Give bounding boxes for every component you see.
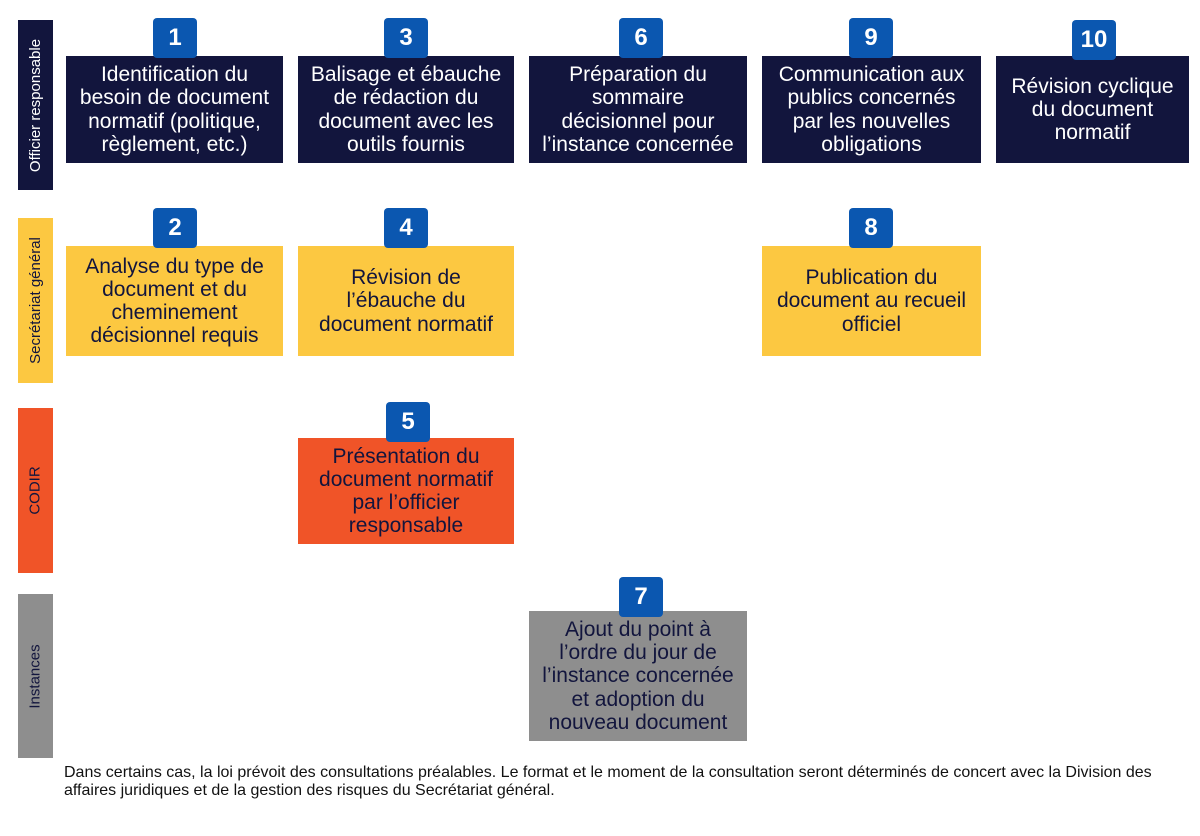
lane-label: CODIR <box>27 466 44 515</box>
step-1-text: Identification du besoin de document nor… <box>79 63 270 156</box>
lane-instances: Instances <box>18 594 53 758</box>
step-4-text: Révision de l’ébauche du document normat… <box>319 266 493 336</box>
step-2-badge: 2 <box>153 208 197 248</box>
step-4-box: Révision de l’ébauche du document normat… <box>298 246 514 356</box>
step-6-badge: 6 <box>619 18 663 58</box>
step-3-badge: 3 <box>384 18 428 58</box>
step-5-text: Présentation du document normatif par l’… <box>319 444 493 538</box>
step-5-box: Présentation du document normatif par l’… <box>298 438 514 544</box>
step-10-badge: 10 <box>1072 20 1116 60</box>
step-9-badge: 9 <box>849 18 893 58</box>
step-7-text: Ajout du point à l’ordre du jour de l’in… <box>542 618 734 734</box>
step-2-text: Analyse du type de document et du chemin… <box>85 254 264 348</box>
step-3-box: Balisage et ébauche de rédaction du docu… <box>298 56 514 163</box>
step-8-badge: 8 <box>849 208 893 248</box>
step-8-box: Publication du document au recueil offic… <box>762 246 981 356</box>
step-5-badge: 5 <box>386 402 430 442</box>
lane-officier-responsable: Officier responsable <box>18 20 53 190</box>
footnote: Dans certains cas, la loi prévoit des co… <box>64 764 1152 800</box>
step-9-box: Communication aux publics concernés par … <box>762 56 981 163</box>
step-1-box: Identification du besoin de document nor… <box>66 56 283 163</box>
step-6-box: Préparation du sommaire décisionnel pour… <box>529 56 747 163</box>
step-9-text: Communication aux publics concernés par … <box>778 63 965 156</box>
lane-label: Officier responsable <box>27 38 44 172</box>
step-1-badge: 1 <box>153 18 197 58</box>
step-8-text: Publication du document au recueil offic… <box>776 266 967 336</box>
step-2-box: Analyse du type de document et du chemin… <box>66 246 283 356</box>
lane-secretariat-general: Secrétariat général <box>18 218 53 383</box>
step-10-box: Révision cyclique du document normatif <box>996 56 1189 163</box>
step-7-badge: 7 <box>619 577 663 617</box>
step-4-badge: 4 <box>384 208 428 248</box>
step-10-text: Révision cyclique du document normatif <box>1011 74 1174 145</box>
step-3-text: Balisage et ébauche de rédaction du docu… <box>310 63 502 156</box>
lane-label: Instances <box>27 643 44 709</box>
step-7-box: Ajout du point à l’ordre du jour de l’in… <box>529 611 747 741</box>
step-6-text: Préparation du sommaire décisionnel pour… <box>542 63 734 156</box>
lane-label: Secrétariat général <box>27 237 44 364</box>
lane-codir: CODIR <box>18 408 53 573</box>
